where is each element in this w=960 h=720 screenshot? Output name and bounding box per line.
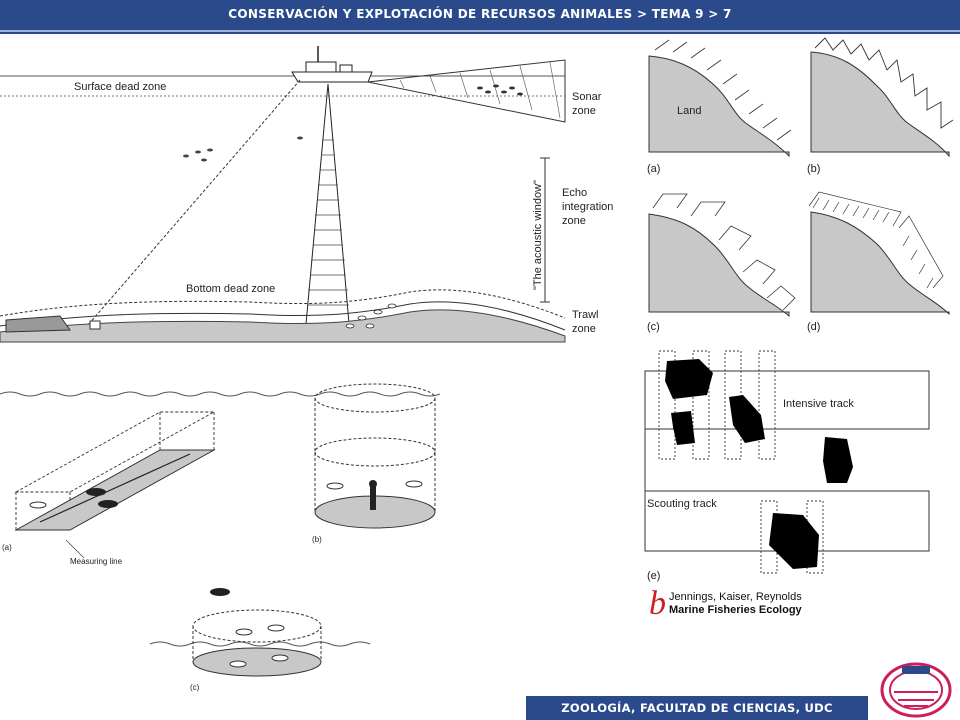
trawl-net-icon [5,315,101,333]
intensive-track-label: Intensive track [783,398,854,410]
header-rule [0,30,960,32]
diver-c-icon [210,588,230,596]
measuring-line-label: Measuring line [70,557,123,566]
udc-seal-logo [880,662,952,718]
diver-icon [86,488,118,508]
panel-a-label: (a) [647,163,660,175]
bottom-dead-zone-label: Bottom dead zone [186,283,275,295]
credit-logo: b [649,585,666,621]
diver-b-icon [369,480,377,510]
panel-b-label: (b) [807,163,820,175]
acoustic-survey-figure: Surface dead zone Bottom dead zone [0,40,635,350]
book-credit: b Jennings, Kaiser, Reynolds Marine Fish… [649,585,803,621]
diver-survey-figure: Measuring line (a) (b) (c) [0,383,441,692]
credit-book-title: Marine Fisheries Ecology [669,604,803,616]
panel-a-diver-label: (a) [2,543,12,552]
coastal-transect-figure: Land (a) (b) (c) (d) [647,37,954,333]
echo-integration-zone-label: Echo integration zone [562,187,616,227]
panel-c-label: (c) [647,321,660,333]
panel-e-label: (e) [647,570,660,582]
surface-dead-zone-label: Surface dead zone [74,81,166,93]
panel-b-diver-label: (b) [312,535,322,544]
trawl-zone-label: Trawl zone [572,309,602,335]
track-survey-figure: Intensive track Scouting track (e) [644,350,930,582]
acoustic-window-label: "The acoustic window" [532,180,544,290]
scouting-track-label: Scouting track [647,498,717,510]
panel-c-diver-label: (c) [190,683,200,692]
sonar-zone-label: Sonar zone [572,91,604,117]
slide-footer: ZOOLOGÍA, FACULTAD DE CIENCIAS, UDC [526,696,868,720]
panel-d-label: (d) [807,321,820,333]
slide-header: CONSERVACIÓN Y EXPLOTACIÓN DE RECURSOS A… [0,0,960,34]
credit-authors: Jennings, Kaiser, Reynolds [669,591,802,603]
land-label: Land [677,105,701,117]
